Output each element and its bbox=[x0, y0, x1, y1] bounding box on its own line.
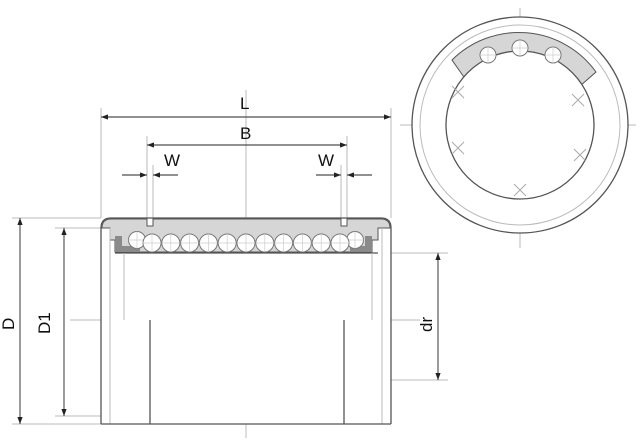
dimension-D: D bbox=[0, 218, 23, 424]
dimension-dr: dr bbox=[417, 253, 441, 380]
label-L: L bbox=[240, 94, 249, 113]
dimension-W-right: W bbox=[316, 151, 372, 178]
label-W-left: W bbox=[164, 151, 180, 170]
label-B: B bbox=[240, 124, 251, 143]
label-W-right: W bbox=[318, 151, 334, 170]
ball-mark bbox=[451, 85, 465, 99]
ball-mark bbox=[571, 93, 585, 107]
ball-row bbox=[128, 231, 364, 253]
dimension-D1: D1 bbox=[35, 228, 67, 416]
ball-mark bbox=[513, 183, 527, 197]
bearing-end-view bbox=[411, 16, 629, 234]
dimension-W-left: W bbox=[122, 151, 180, 178]
label-D1: D1 bbox=[35, 312, 54, 334]
label-D: D bbox=[0, 318, 18, 330]
ball-mark bbox=[573, 148, 587, 162]
bearing-side-view bbox=[100, 217, 392, 425]
end-view-balls bbox=[451, 39, 587, 197]
dimension-L: L bbox=[101, 94, 391, 120]
ball-mark bbox=[451, 141, 465, 155]
dimension-B: B bbox=[147, 124, 347, 148]
label-dr: dr bbox=[417, 317, 436, 332]
